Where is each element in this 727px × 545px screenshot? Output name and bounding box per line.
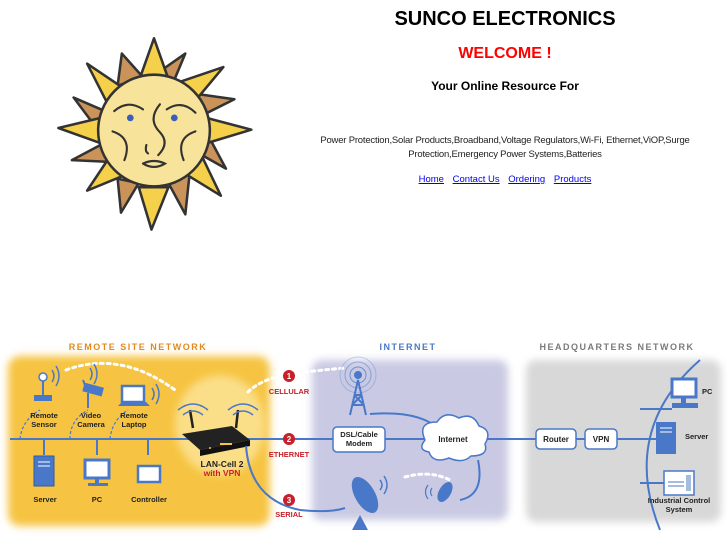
svg-text:3: 3 bbox=[287, 496, 292, 505]
svg-text:1: 1 bbox=[287, 372, 292, 381]
internet-cloud-icon: Internet bbox=[421, 414, 489, 462]
hq-pc-icon: PC bbox=[670, 377, 713, 408]
svg-text:DSL/Cable: DSL/Cable bbox=[340, 430, 378, 439]
svg-text:Industrial Control: Industrial Control bbox=[648, 496, 711, 505]
svg-text:PC: PC bbox=[702, 387, 713, 396]
nav-link-ordering[interactable]: Ordering bbox=[508, 174, 546, 185]
remote-section-title: REMOTE SITE NETWORK bbox=[69, 342, 208, 352]
nav-links: Home Contact Us Ordering Products bbox=[300, 174, 710, 185]
subtitle: Your Online Resource For bbox=[431, 79, 579, 93]
ethernet-label: ETHERNET bbox=[269, 450, 310, 459]
svg-text:VPN: VPN bbox=[593, 435, 610, 444]
pc-label: PC bbox=[92, 495, 103, 504]
hq-router-box: Router bbox=[535, 428, 577, 450]
cell-tower-icon bbox=[339, 356, 377, 416]
remote-sensor-label-1: Remote bbox=[30, 411, 58, 420]
nav-link-contact-us[interactable]: Contact Us bbox=[452, 174, 500, 185]
network-diagram: REMOTE SITE NETWORK INTERNET HEADQUARTER… bbox=[8, 342, 721, 531]
remote-sensor-icon bbox=[34, 365, 60, 401]
internet-section-title: INTERNET bbox=[380, 342, 437, 352]
hq-server-icon: Server bbox=[656, 422, 708, 454]
svg-text:System: System bbox=[666, 505, 693, 514]
hq-section-title: HEADQUARTERS NETWORK bbox=[540, 342, 695, 352]
svg-text:Modem: Modem bbox=[346, 439, 373, 448]
link-serial: 3 SERIAL bbox=[275, 494, 303, 519]
lan-cell-router-icon bbox=[177, 403, 259, 456]
svg-text:Server: Server bbox=[685, 432, 708, 441]
product-description: Power Protection,Solar Products,Broadban… bbox=[320, 135, 690, 160]
video-camera-label-1: Video bbox=[81, 411, 102, 420]
nav-link-products[interactable]: Products bbox=[553, 174, 592, 185]
industrial-control-system-icon: Industrial Control System bbox=[648, 470, 711, 514]
satellite-dish-icon bbox=[351, 475, 388, 530]
serial-label: SERIAL bbox=[275, 510, 303, 519]
router-vpn-label: with VPN bbox=[203, 468, 241, 478]
link-cellular: 1 CELLULAR bbox=[269, 370, 310, 396]
controller-icon bbox=[136, 464, 162, 484]
video-camera-label-2: Camera bbox=[77, 420, 105, 429]
link-ethernet: 2 ETHERNET bbox=[269, 433, 310, 459]
remote-sensor-label-2: Sensor bbox=[31, 420, 57, 429]
hq-vpn-box: VPN bbox=[584, 428, 618, 450]
sun-face-logo bbox=[57, 37, 253, 231]
remote-laptop-label-2: Laptop bbox=[122, 420, 147, 429]
video-camera-icon bbox=[82, 363, 104, 408]
controller-label: Controller bbox=[131, 495, 167, 504]
server-label: Server bbox=[33, 495, 56, 504]
svg-text:2: 2 bbox=[287, 435, 292, 444]
remote-laptop-label-1: Remote bbox=[120, 411, 148, 420]
svg-text:Internet: Internet bbox=[438, 435, 468, 444]
dsl-modem-box: DSL/Cable Modem bbox=[332, 426, 386, 453]
router-name: LAN-Cell 2 bbox=[201, 459, 244, 469]
remote-laptop-icon bbox=[118, 383, 160, 406]
nav-link-home[interactable]: Home bbox=[418, 174, 444, 185]
svg-text:Router: Router bbox=[543, 435, 569, 444]
small-satellite-dish-icon bbox=[424, 482, 453, 502]
sun-face-icon bbox=[57, 37, 253, 231]
cellular-label: CELLULAR bbox=[269, 387, 310, 396]
site-title: SUNCO ELECTRONICS bbox=[394, 8, 616, 30]
welcome-heading: WELCOME ! bbox=[458, 45, 552, 62]
pc-icon bbox=[83, 458, 111, 486]
server-icon bbox=[33, 455, 55, 487]
